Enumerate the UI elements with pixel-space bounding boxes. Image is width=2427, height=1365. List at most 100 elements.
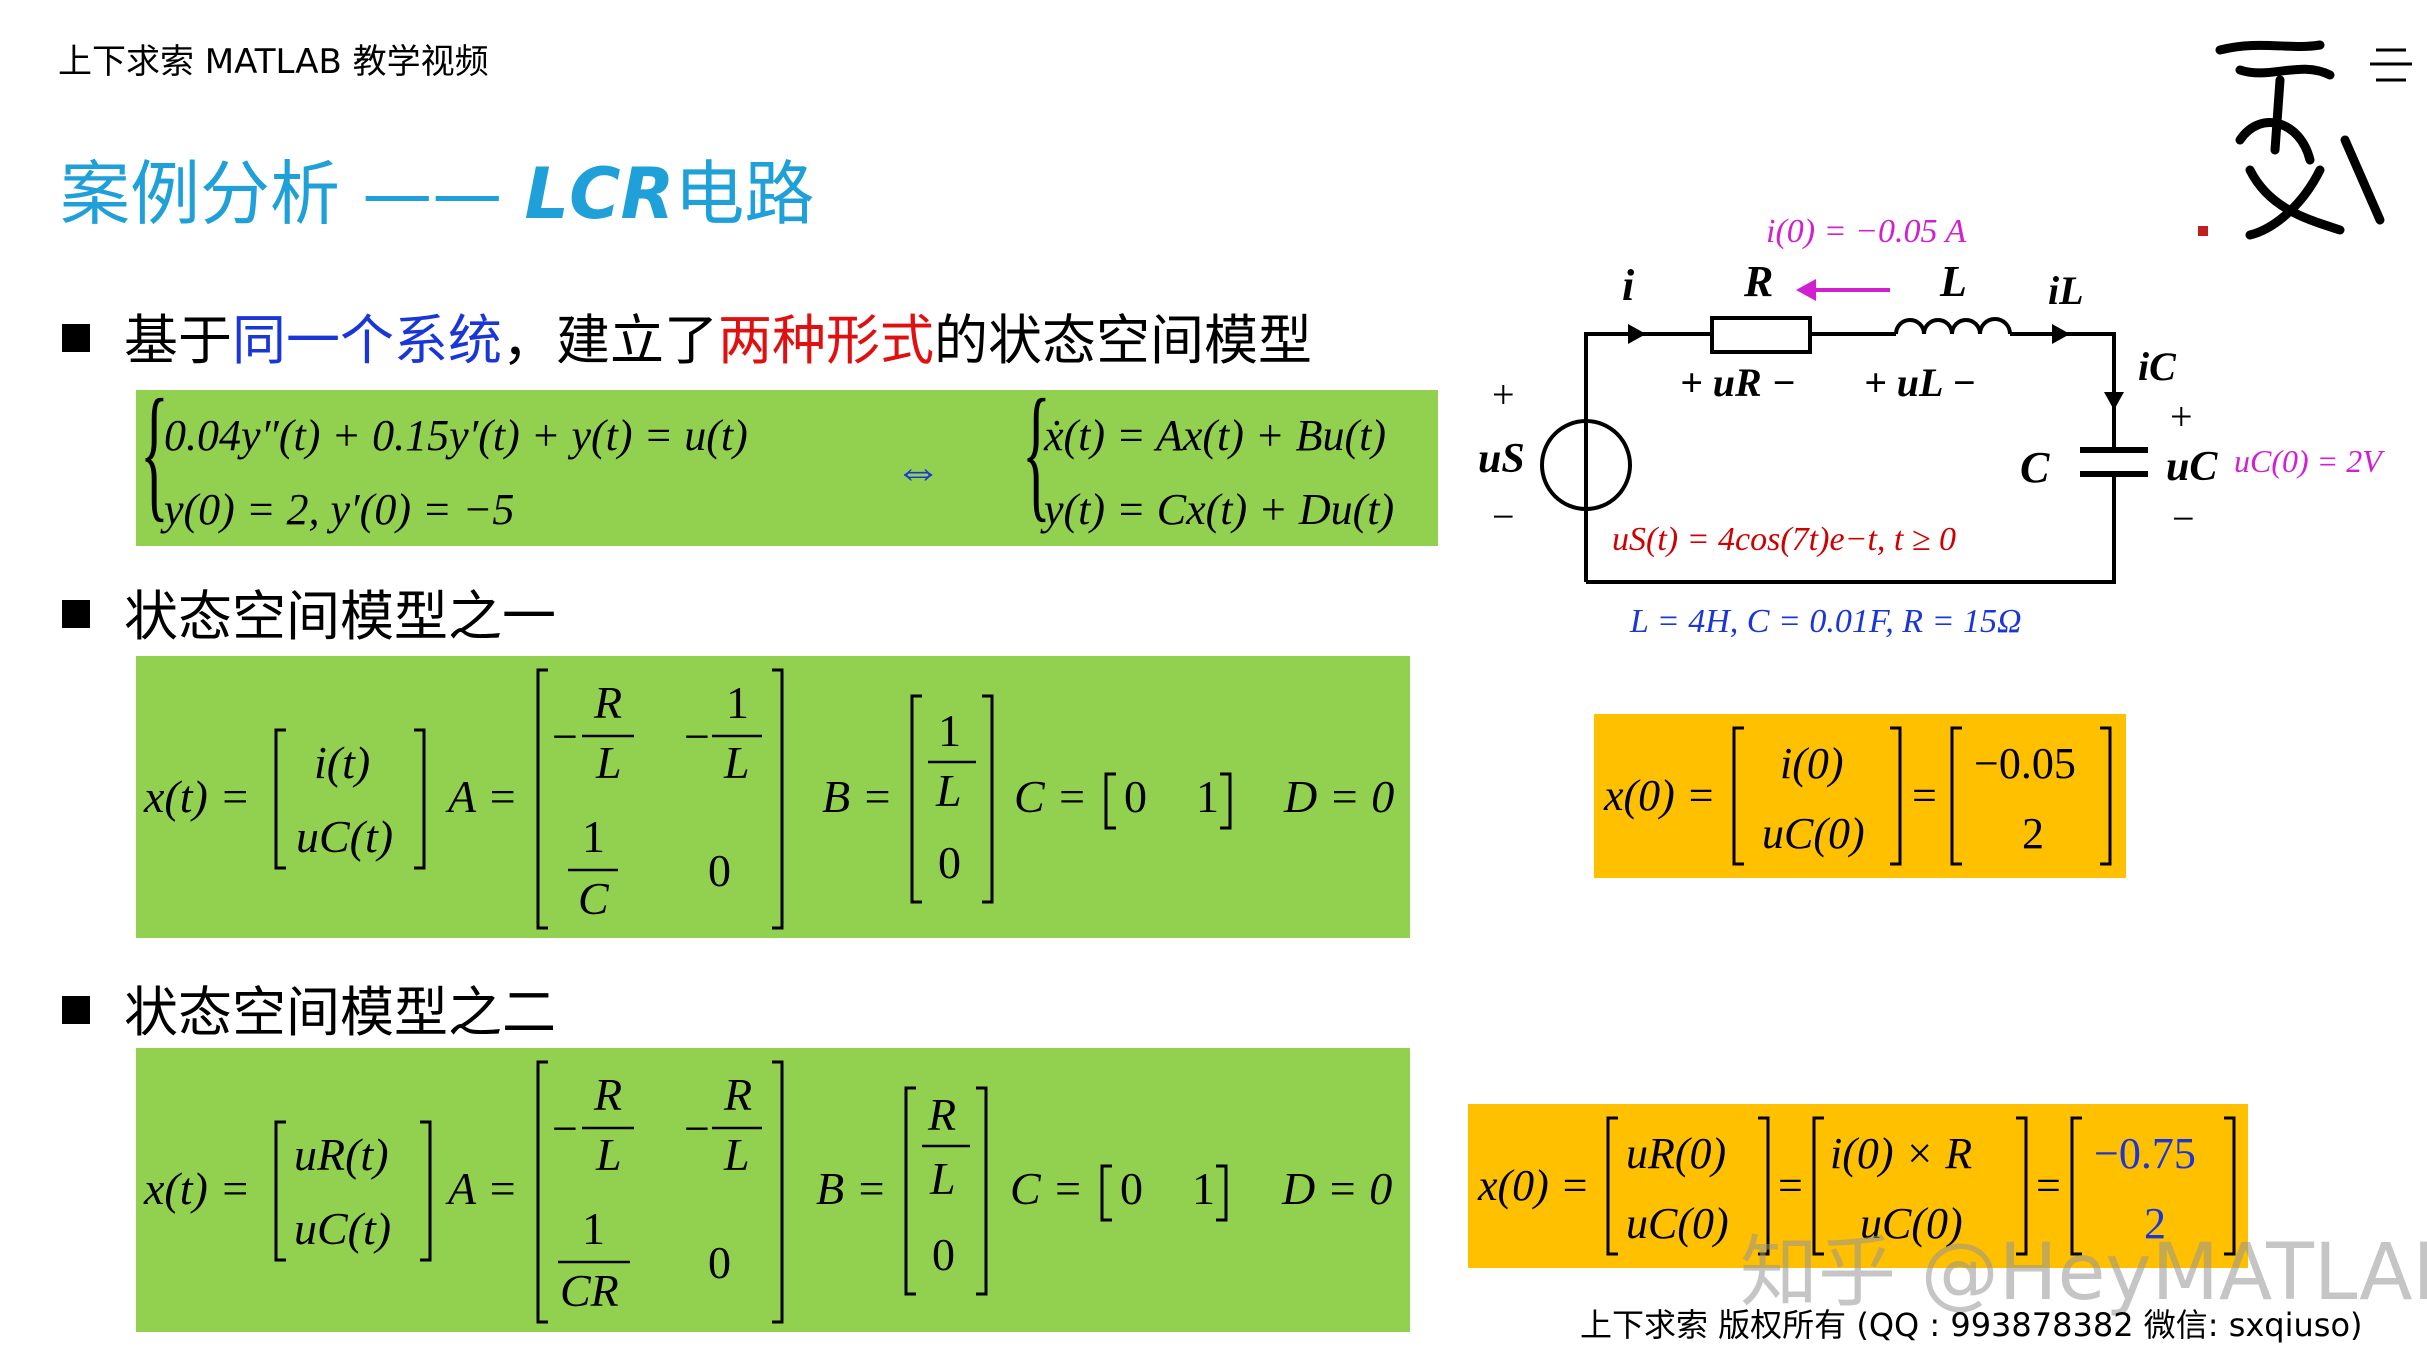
svg-text:−: − (684, 1103, 710, 1154)
init1-svg: x(0) = i(0) uC(0) = −0.05 2 (1603, 726, 2112, 866)
cap-minus: − (2172, 496, 2195, 541)
ss-line-2: y(t) = Cx(t) + Du(t) (1040, 485, 1394, 534)
title-lcr: LCR (524, 153, 675, 235)
svg-text:=: = (2036, 1161, 2061, 1210)
model2-D-label: D = 0 (1281, 1163, 1392, 1214)
model2-A21-num: 1 (582, 1203, 605, 1254)
bracket-icon (904, 1086, 916, 1296)
init2-value-2: 2 (2144, 1199, 2166, 1248)
bullet-1-text-b: 同一个系统 (232, 309, 502, 372)
arrow-icon (2104, 392, 2124, 410)
bracket-icon (274, 1120, 286, 1262)
model1-C2: 1 (1196, 771, 1219, 822)
bracket-icon (1732, 726, 1744, 866)
init2-entry-2: uC(0) (1626, 1199, 1729, 1248)
us-expression: uS(t) = 4cos(7t)e−t, t ≥ 0 (1612, 521, 1956, 558)
init2-entry-1: uR(0) (1626, 1129, 1726, 1178)
init2-x0: x(0) = (1477, 1161, 1590, 1210)
bullet-3-text: 状态空间模型之二 (124, 981, 556, 1044)
init1-entry-2: uC(0) (1762, 809, 1865, 858)
model2-A12-den: L (723, 1129, 750, 1180)
svg-text:−: − (684, 711, 710, 762)
bracket-icon (1890, 726, 1902, 866)
i0-label: i(0) = −0.05 A (1766, 213, 1966, 250)
bracket-icon (1606, 1116, 1618, 1256)
bullet-1: 基于同一个系统，建立了两种形式的状态空间模型 (62, 296, 1312, 375)
model1-A21-den: C (578, 873, 610, 924)
equation-box-main: { 0.04y″(t) + 0.15y′(t) + y(t) = u(t) y(… (136, 368, 1438, 546)
init2-mid-2: uC(0) (1860, 1199, 1963, 1248)
bullet-square-icon (62, 996, 90, 1025)
label-iC: iC (2138, 344, 2177, 389)
model1-x-label: x(t) = (143, 771, 250, 822)
model2-x-label: x(t) = (143, 1163, 250, 1214)
model2-B2: 0 (932, 1229, 955, 1280)
model2-B1-den: L (929, 1153, 956, 1204)
calligraphy-seal-icon (2180, 20, 2420, 250)
bracket-icon (1812, 1116, 1824, 1256)
label-L: L (1939, 257, 1967, 306)
label-C: C (2020, 443, 2050, 492)
bracket-icon (2016, 1116, 2028, 1256)
ss-line-1: ẋ(t) = Ax(t) + Bu(t) (1043, 411, 1386, 460)
init1-x0: x(0) = (1603, 771, 1716, 820)
model2-B1-num: R (927, 1089, 956, 1140)
init2-svg: x(0) = uR(0) uC(0) = i(0) × R uC(0) = −0… (1477, 1116, 2236, 1256)
model2-A-label: A = (445, 1163, 518, 1214)
model2-C2: 1 (1192, 1163, 1215, 1214)
model2-A12-num: R (723, 1069, 752, 1120)
bullet-1-text-a: 基于 (124, 309, 232, 372)
bracket-icon (414, 728, 426, 870)
model2-x-entry-1: uR(t) (294, 1129, 389, 1180)
label-R: R (1743, 257, 1773, 306)
svg-text:−: − (552, 711, 578, 762)
bullet-2: 状态空间模型之一 (62, 572, 556, 651)
equation-main-svg: { 0.04y″(t) + 0.15y′(t) + y(t) = u(t) y(… (140, 368, 1394, 535)
model2-A21-den: CR (560, 1265, 619, 1316)
initial-condition-1: x(0) = i(0) uC(0) = −0.05 2 (1594, 714, 2126, 878)
magenta-arrow-icon (1796, 279, 1816, 301)
model-1-box: x(t) = i(t) uC(t) A = − R L − 1 L 1 C 0 … (136, 656, 1410, 938)
model1-A11-num: R (593, 677, 622, 728)
arrow-icon (1628, 324, 1646, 344)
model1-A12-num: 1 (726, 677, 749, 728)
equivalence-symbol: ⇔ (894, 444, 942, 497)
cap-plus: + (2170, 394, 2193, 439)
bracket-icon (976, 1086, 988, 1296)
model1-x-entry-2: uC(t) (296, 811, 393, 862)
title-suffix: 电路 (674, 153, 815, 235)
bracket-icon (420, 1120, 432, 1262)
model1-B-label: B = (822, 771, 893, 822)
bracket-icon (274, 728, 286, 870)
arrow-icon (2052, 324, 2070, 344)
page-title: 案例分析 —— LCR电路 (60, 138, 814, 239)
uc0-label: uC(0) = 2V (2234, 443, 2385, 479)
svg-text:=: = (1778, 1161, 1803, 1210)
bracket-icon (2070, 1116, 2082, 1256)
init1-entry-1: i(0) (1780, 739, 1844, 788)
svg-text:−: − (552, 1103, 578, 1154)
svg-text:=: = (1912, 771, 1937, 820)
model-1-svg: x(t) = i(t) uC(t) A = − R L − 1 L 1 C 0 … (143, 668, 1394, 930)
model1-D-label: D = 0 (1283, 771, 1394, 822)
bracket-icon (1216, 1164, 1228, 1222)
source-plus: + (1492, 372, 1515, 417)
bracket-icon (1100, 1164, 1112, 1222)
model2-A22: 0 (708, 1237, 731, 1288)
label-i: i (1622, 261, 1635, 310)
init2-mid-1: i(0) × R (1830, 1129, 1972, 1178)
bullet-1-text-e: 的状态空间模型 (934, 309, 1312, 372)
model-2-svg: x(t) = uR(t) uC(t) A = − R L − R L 1 CR … (143, 1060, 1392, 1324)
right-brace-icon: { (1022, 390, 1051, 535)
bracket-icon (1104, 772, 1116, 830)
model1-B2: 0 (938, 837, 961, 888)
bracket-icon (1950, 726, 1962, 866)
header-text: 上下求索 MATLAB 教学视频 (58, 42, 489, 82)
title-prefix: 案例分析 —— (60, 153, 525, 235)
circuit-svg: i(0) = −0.05 A i R L iL iC + uR − + uL −… (1478, 213, 2385, 640)
label-us: uS (1478, 436, 1525, 482)
initial-condition-2: x(0) = uR(0) uC(0) = i(0) × R uC(0) = −0… (1468, 1104, 2248, 1268)
bullet-square-icon (62, 324, 90, 353)
bullet-2-text: 状态空间模型之一 (124, 585, 556, 648)
init1-value-2: 2 (2022, 809, 2044, 858)
